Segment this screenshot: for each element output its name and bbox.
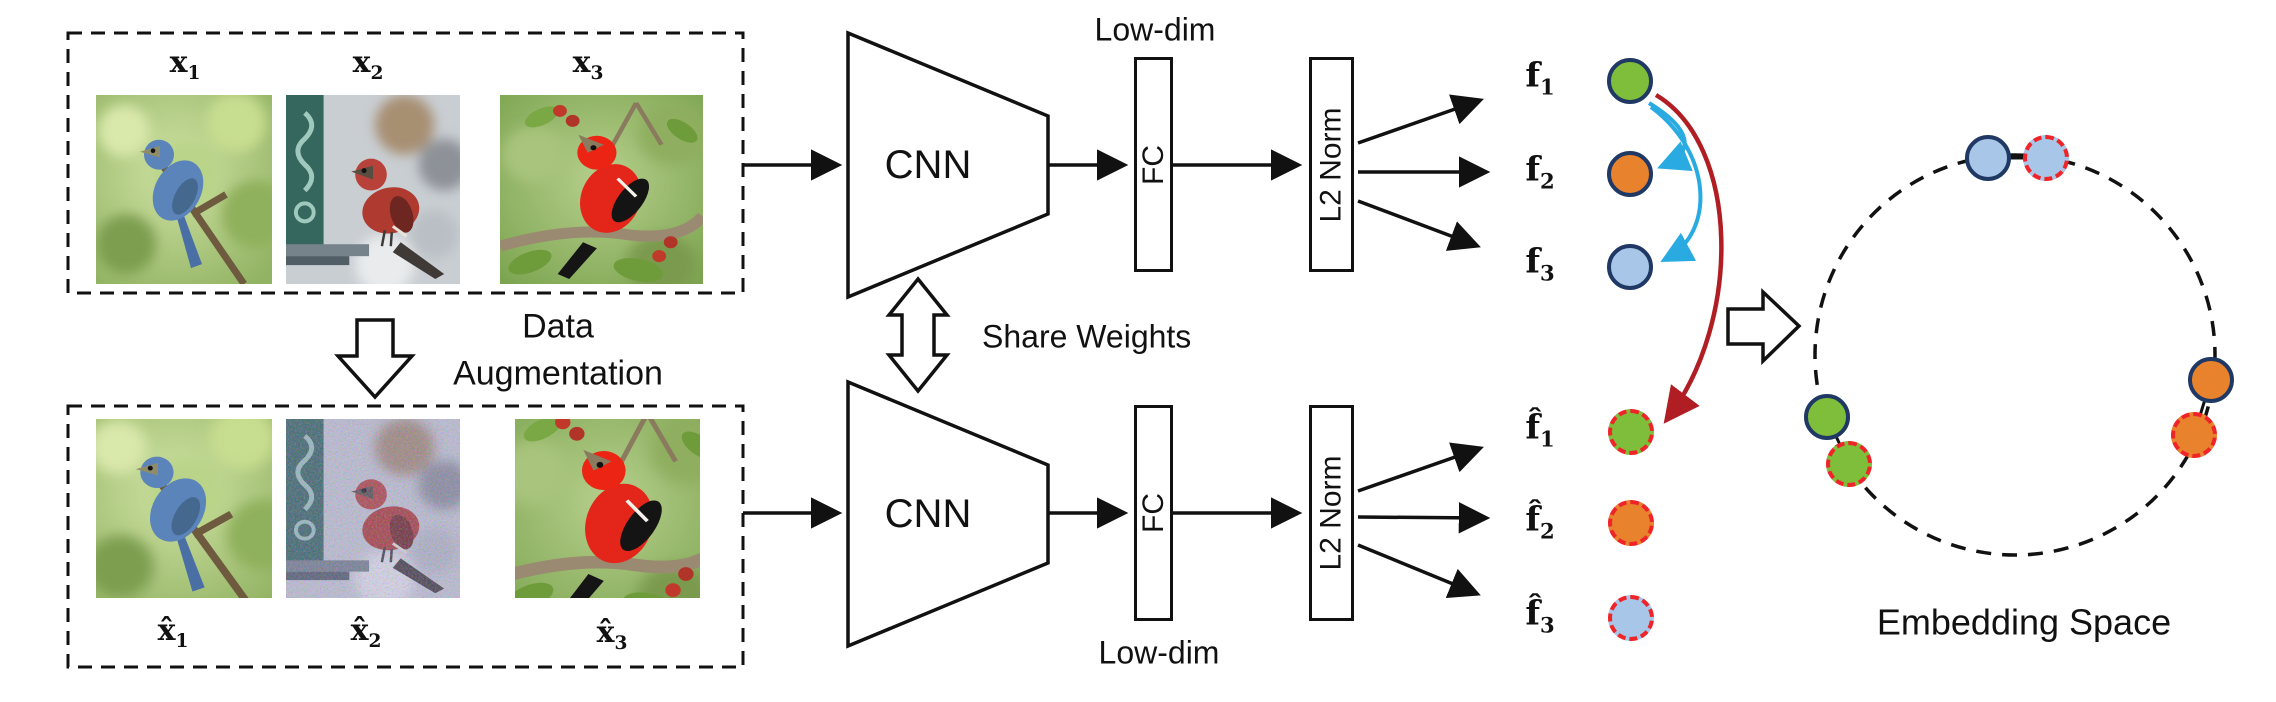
input-label-x2-hat: x̂2 xyxy=(350,613,382,653)
cnn-label-bottom: CNN xyxy=(884,492,972,536)
embedding-dot-orange xyxy=(2188,357,2234,403)
feature-label-f2-hat: f̂2 xyxy=(1525,499,1555,544)
bird-image-x1-hat xyxy=(96,419,272,598)
l2norm-box-bottom: L2 Norm xyxy=(1309,405,1354,621)
feature-label-f3-hat: f̂3 xyxy=(1525,593,1555,638)
input-batch-box xyxy=(66,31,745,295)
feature-dot-f1 xyxy=(1607,58,1653,104)
bird-image-x3 xyxy=(500,95,703,284)
cnn-label-top: CNN xyxy=(884,143,972,187)
cnn-trapezoid-bottom xyxy=(846,379,1050,649)
bird-image-x3-hat xyxy=(515,419,700,598)
fc-box-bottom: FC xyxy=(1134,405,1173,621)
embedding-space-circle xyxy=(1813,153,2217,557)
input-label-x3: x3 xyxy=(572,45,604,85)
pipeline-arrows xyxy=(743,94,1491,599)
feature-label-f1: f1 xyxy=(1525,55,1555,100)
embedding-dot-blue xyxy=(1965,135,2011,181)
low-dim-label-bottom: Low-dim xyxy=(1098,634,1220,671)
augmentation-arrow-icon xyxy=(334,318,416,400)
l2norm-label-top: L2 Norm xyxy=(1314,106,1348,223)
embedding-dot-blue-hat xyxy=(2023,135,2069,181)
input-label-x1-hat: x̂1 xyxy=(157,613,189,653)
input-label-x3-hat: x̂3 xyxy=(596,615,628,655)
augmented-batch-box xyxy=(66,404,745,669)
feature-dot-f1-hat xyxy=(1608,409,1654,455)
bird-image-x2 xyxy=(286,95,460,284)
feature-label-f2: f2 xyxy=(1525,149,1555,194)
feature-dot-f2-hat xyxy=(1608,500,1654,546)
feature-dot-f3-hat xyxy=(1608,595,1654,641)
data-augmentation-label-line1: Data xyxy=(522,307,594,346)
feature-label-f1-hat: f̂1 xyxy=(1525,407,1555,452)
embedding-space-label: Embedding Space xyxy=(1876,601,2172,643)
embedding-dot-green-hat xyxy=(1826,441,1872,487)
l2norm-box-top: L2 Norm xyxy=(1309,57,1354,272)
feature-dot-f2 xyxy=(1607,151,1653,197)
input-label-x1: x1 xyxy=(169,45,201,85)
embedding-pair-connectors xyxy=(1825,156,2213,465)
embedding-dot-orange-hat xyxy=(2171,412,2217,458)
fc-label-top: FC xyxy=(1136,144,1170,185)
data-augmentation-label-line2: Augmentation xyxy=(453,354,663,393)
share-weights-label: Share Weights xyxy=(982,318,1192,355)
low-dim-label-top: Low-dim xyxy=(1094,11,1216,48)
fc-label-bottom: FC xyxy=(1136,493,1170,533)
input-label-x2: x2 xyxy=(352,45,384,85)
bird-image-x2-hat xyxy=(286,419,460,598)
to-embedding-arrow-icon xyxy=(1726,287,1802,366)
embedding-dot-green xyxy=(1804,394,1850,440)
bird-image-x1 xyxy=(96,95,272,284)
positive-pair-curve-f1 xyxy=(1654,93,1724,424)
fc-box-top: FC xyxy=(1134,57,1173,272)
feature-dot-f3 xyxy=(1607,244,1653,290)
cnn-trapezoid-top xyxy=(846,30,1050,300)
l2norm-label-bottom: L2 Norm xyxy=(1314,455,1348,571)
share-weights-arrow-icon xyxy=(885,276,951,394)
feature-label-f3: f3 xyxy=(1525,241,1555,286)
negative-pair-curve-f3 xyxy=(1649,105,1703,263)
